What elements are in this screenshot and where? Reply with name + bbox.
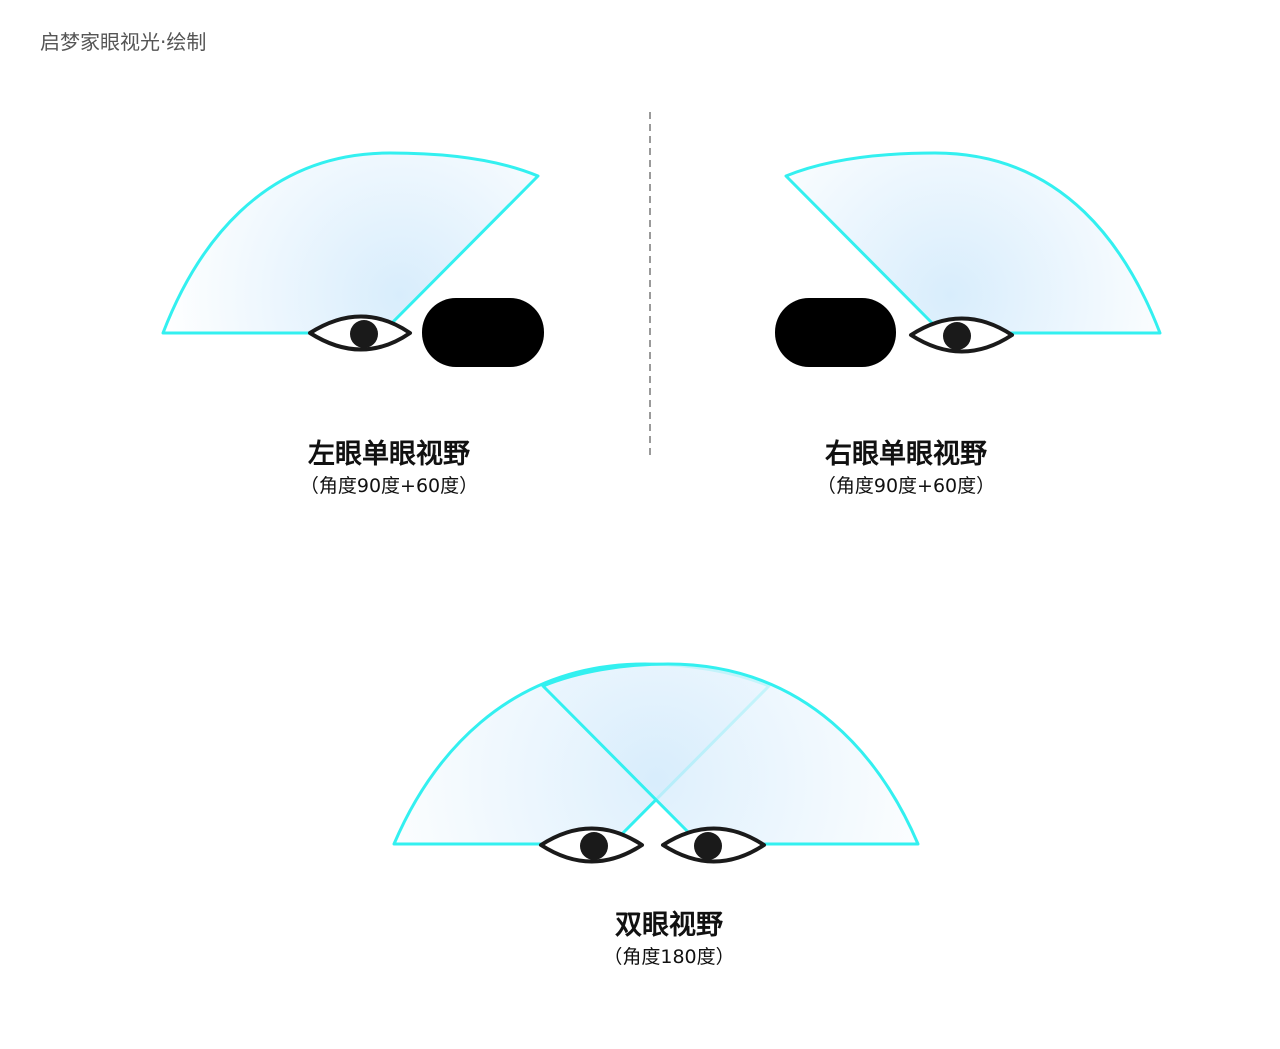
binocular-subtitle: （角度180度） — [603, 946, 735, 968]
right-eye-field — [775, 151, 1162, 367]
eye-icon — [661, 826, 766, 864]
left-field-sector — [161, 151, 540, 335]
nose-shape — [422, 298, 544, 367]
left-subtitle: （角度90度+60度） — [299, 475, 479, 497]
credit-text: 启梦家眼视光·绘制 — [40, 30, 207, 54]
eye-icon — [308, 314, 412, 352]
right-title: 右眼单眼视野 — [825, 439, 987, 470]
binocular-caption: 双眼视野 （角度180度） — [603, 909, 734, 971]
right-subtitle: （角度90度+60度） — [816, 475, 996, 497]
right-caption: 右眼单眼视野 （角度90度+60度） — [817, 438, 995, 500]
eye-icon — [909, 316, 1014, 354]
binocular-title: 双眼视野 — [614, 910, 723, 941]
left-eye-field — [161, 151, 544, 367]
left-title: 左眼单眼视野 — [308, 439, 470, 470]
right-field-sector — [784, 151, 1162, 335]
left-caption: 左眼单眼视野 （角度90度+60度） — [300, 438, 478, 500]
binocular-field — [392, 662, 920, 864]
nose-shape — [775, 298, 896, 367]
binocular-right-sector — [541, 662, 920, 846]
eye-icon — [539, 826, 644, 864]
